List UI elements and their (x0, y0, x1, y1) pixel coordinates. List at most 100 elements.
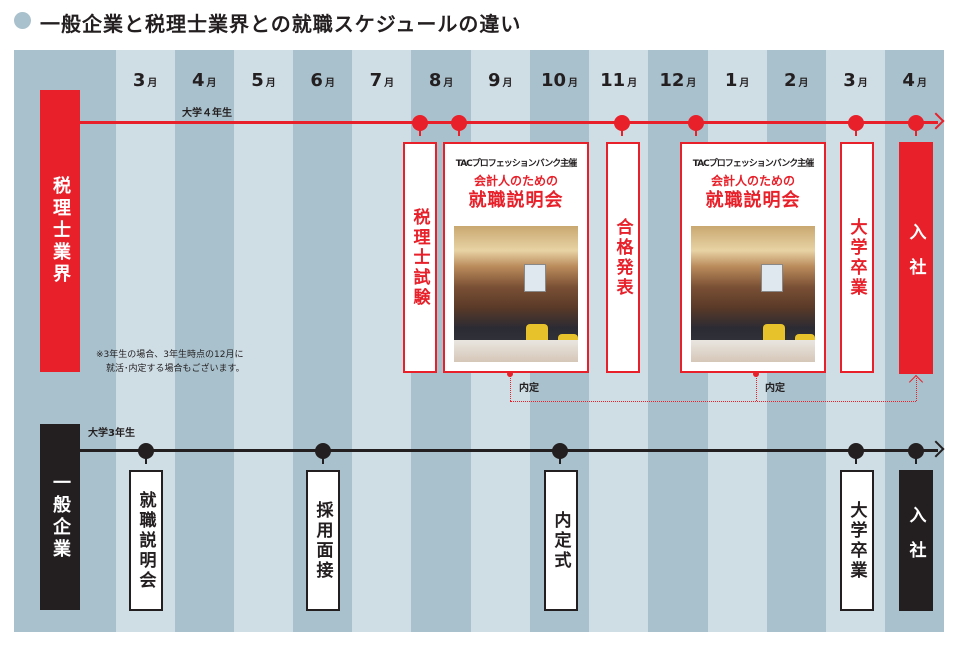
month-unit: 月 (147, 78, 158, 89)
month-number: 3 (843, 70, 856, 91)
month-unit: 月 (857, 78, 868, 89)
event-host: TACプロフェッションバンク主催 (692, 159, 814, 169)
month-unit: 月 (627, 78, 638, 89)
year-label-3rd: 大学3年生 (88, 428, 135, 439)
offer-connector (510, 401, 916, 402)
tax-timeline-line (80, 121, 938, 124)
month-unit: 月 (686, 78, 697, 89)
page-title: 一般企業と税理士業界との就職スケジュールの違い (40, 12, 522, 36)
general-timeline-line (80, 449, 938, 452)
month-number: 3 (132, 70, 146, 91)
tax-timeline-dot (412, 115, 428, 131)
month-unit: 月 (916, 78, 927, 89)
month-number: 1 (724, 70, 738, 91)
offer-connector (756, 373, 757, 401)
event-host: TACプロフェッションバンク主催 (455, 159, 577, 169)
event-subtitle: 会計人のための (473, 174, 558, 188)
seminar-box: 就職説明会 (129, 470, 163, 611)
general-graduation-box: 大学卒業 (840, 470, 874, 611)
general-timeline-dot (848, 443, 864, 459)
month-unit: 月 (502, 78, 513, 89)
month-number: 8 (428, 70, 442, 91)
month-number: 6 (310, 70, 323, 91)
title-bullet-icon (14, 12, 31, 29)
month-unit: 月 (443, 78, 454, 89)
month-unit: 月 (739, 78, 750, 89)
event-title: 就職説明会 (468, 190, 564, 211)
general-timeline-dot (315, 443, 331, 459)
general-timeline-dot (552, 443, 568, 459)
month-unit: 月 (206, 78, 217, 89)
general-timeline-dot (138, 443, 154, 459)
month-number: 7 (369, 70, 383, 91)
offer-label-1: 内定 (519, 383, 539, 394)
general-timeline-dot (908, 443, 924, 459)
result-announcement-box: 合格発表 (606, 142, 640, 373)
tax-timeline-dot (688, 115, 704, 131)
offer-dot (753, 371, 759, 377)
offer-dot (507, 371, 513, 377)
offer-connector (916, 378, 917, 401)
month-unit: 月 (568, 78, 579, 89)
tax-timeline-dot (848, 115, 864, 131)
offer-ceremony-box: 内定式 (544, 470, 578, 611)
event-photo (691, 226, 815, 362)
row-label-tax: 税理士業界 (40, 90, 80, 372)
month-number: 12 (659, 70, 685, 91)
footnote-line: 就活･内定する場合もございます。 (106, 364, 245, 374)
general-join-box: 入社 (899, 470, 933, 611)
month-number: 4 (192, 70, 205, 91)
month-unit: 月 (384, 78, 395, 89)
tax-join-box: 入社 (899, 142, 933, 374)
offer-connector (510, 373, 511, 401)
offer-label-2: 内定 (765, 383, 785, 394)
month-number: 5 (251, 70, 264, 91)
month-number: 10 (540, 70, 567, 91)
month-unit: 月 (798, 78, 809, 89)
tax-graduation-box: 大学卒業 (840, 142, 874, 373)
tax-exam-box: 税理士試験 (403, 142, 437, 373)
footnote-line: ※3年生の場合、3年生時点の12月に (96, 350, 244, 360)
month-unit: 月 (265, 78, 276, 89)
month-number: 9 (488, 70, 501, 91)
job-fair-card-2: TACプロフェッションバンク主催 会計人のための 就職説明会 (680, 142, 826, 373)
event-subtitle: 会計人のための (710, 174, 795, 188)
month-number: 11 (600, 70, 626, 91)
event-photo (454, 226, 578, 362)
row-label-general: 一般企業 (40, 424, 80, 610)
event-title: 就職説明会 (705, 190, 801, 211)
tax-timeline-dot (451, 115, 467, 131)
tax-timeline-dot (614, 115, 630, 131)
month-unit: 月 (324, 78, 335, 89)
year-label-4th: 大学４年生 (182, 108, 232, 119)
month-number: 4 (902, 70, 915, 91)
footnote: ※3年生の場合、3年生時点の12月に 就活･内定する場合もございます。 (96, 348, 245, 376)
job-fair-card-1: TACプロフェッションバンク主催 会計人のための 就職説明会 (443, 142, 589, 373)
interview-box: 採用面接 (306, 470, 340, 611)
month-number: 2 (784, 70, 797, 91)
tax-timeline-dot (908, 115, 924, 131)
